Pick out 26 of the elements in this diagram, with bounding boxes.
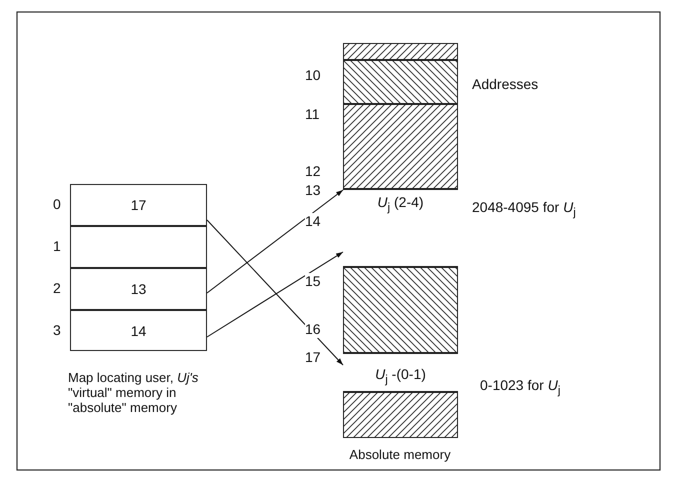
- map-row: [70, 310, 207, 351]
- map-entry: 13: [130, 281, 146, 298]
- map-entry: 14: [130, 323, 146, 340]
- map-entry: 17: [130, 197, 146, 214]
- address-range: 2048-4095 for U$_{j}$: [472, 199, 576, 220]
- hatched-region: [343, 104, 458, 189]
- segment-label: U$_{j}$ -(0-1): [375, 366, 426, 387]
- map-row: [70, 226, 207, 268]
- arrow: [206, 220, 344, 366]
- address-number: 16: [305, 321, 321, 338]
- map-row: [70, 184, 207, 226]
- address-range: 0-1023 for U$_{j}$: [480, 377, 560, 398]
- node-label: Map locating user, Uj's "virtual" memory in "absolute" memory: [68, 371, 200, 416]
- row-index: 3: [53, 322, 61, 339]
- hatched-region: [343, 392, 458, 438]
- row-index: 0: [53, 196, 61, 213]
- row-index: 1: [53, 238, 61, 255]
- hatched-region: [343, 267, 458, 353]
- map-row: [70, 268, 207, 310]
- row-index: 2: [53, 280, 61, 297]
- segment-label: U$_{j}$ (2-4): [377, 194, 424, 215]
- arrow: [206, 252, 344, 338]
- node-label: Absolute memory: [348, 448, 452, 463]
- arrow: [206, 190, 344, 294]
- hatched-region: [343, 43, 458, 60]
- hatched-region: [343, 60, 458, 104]
